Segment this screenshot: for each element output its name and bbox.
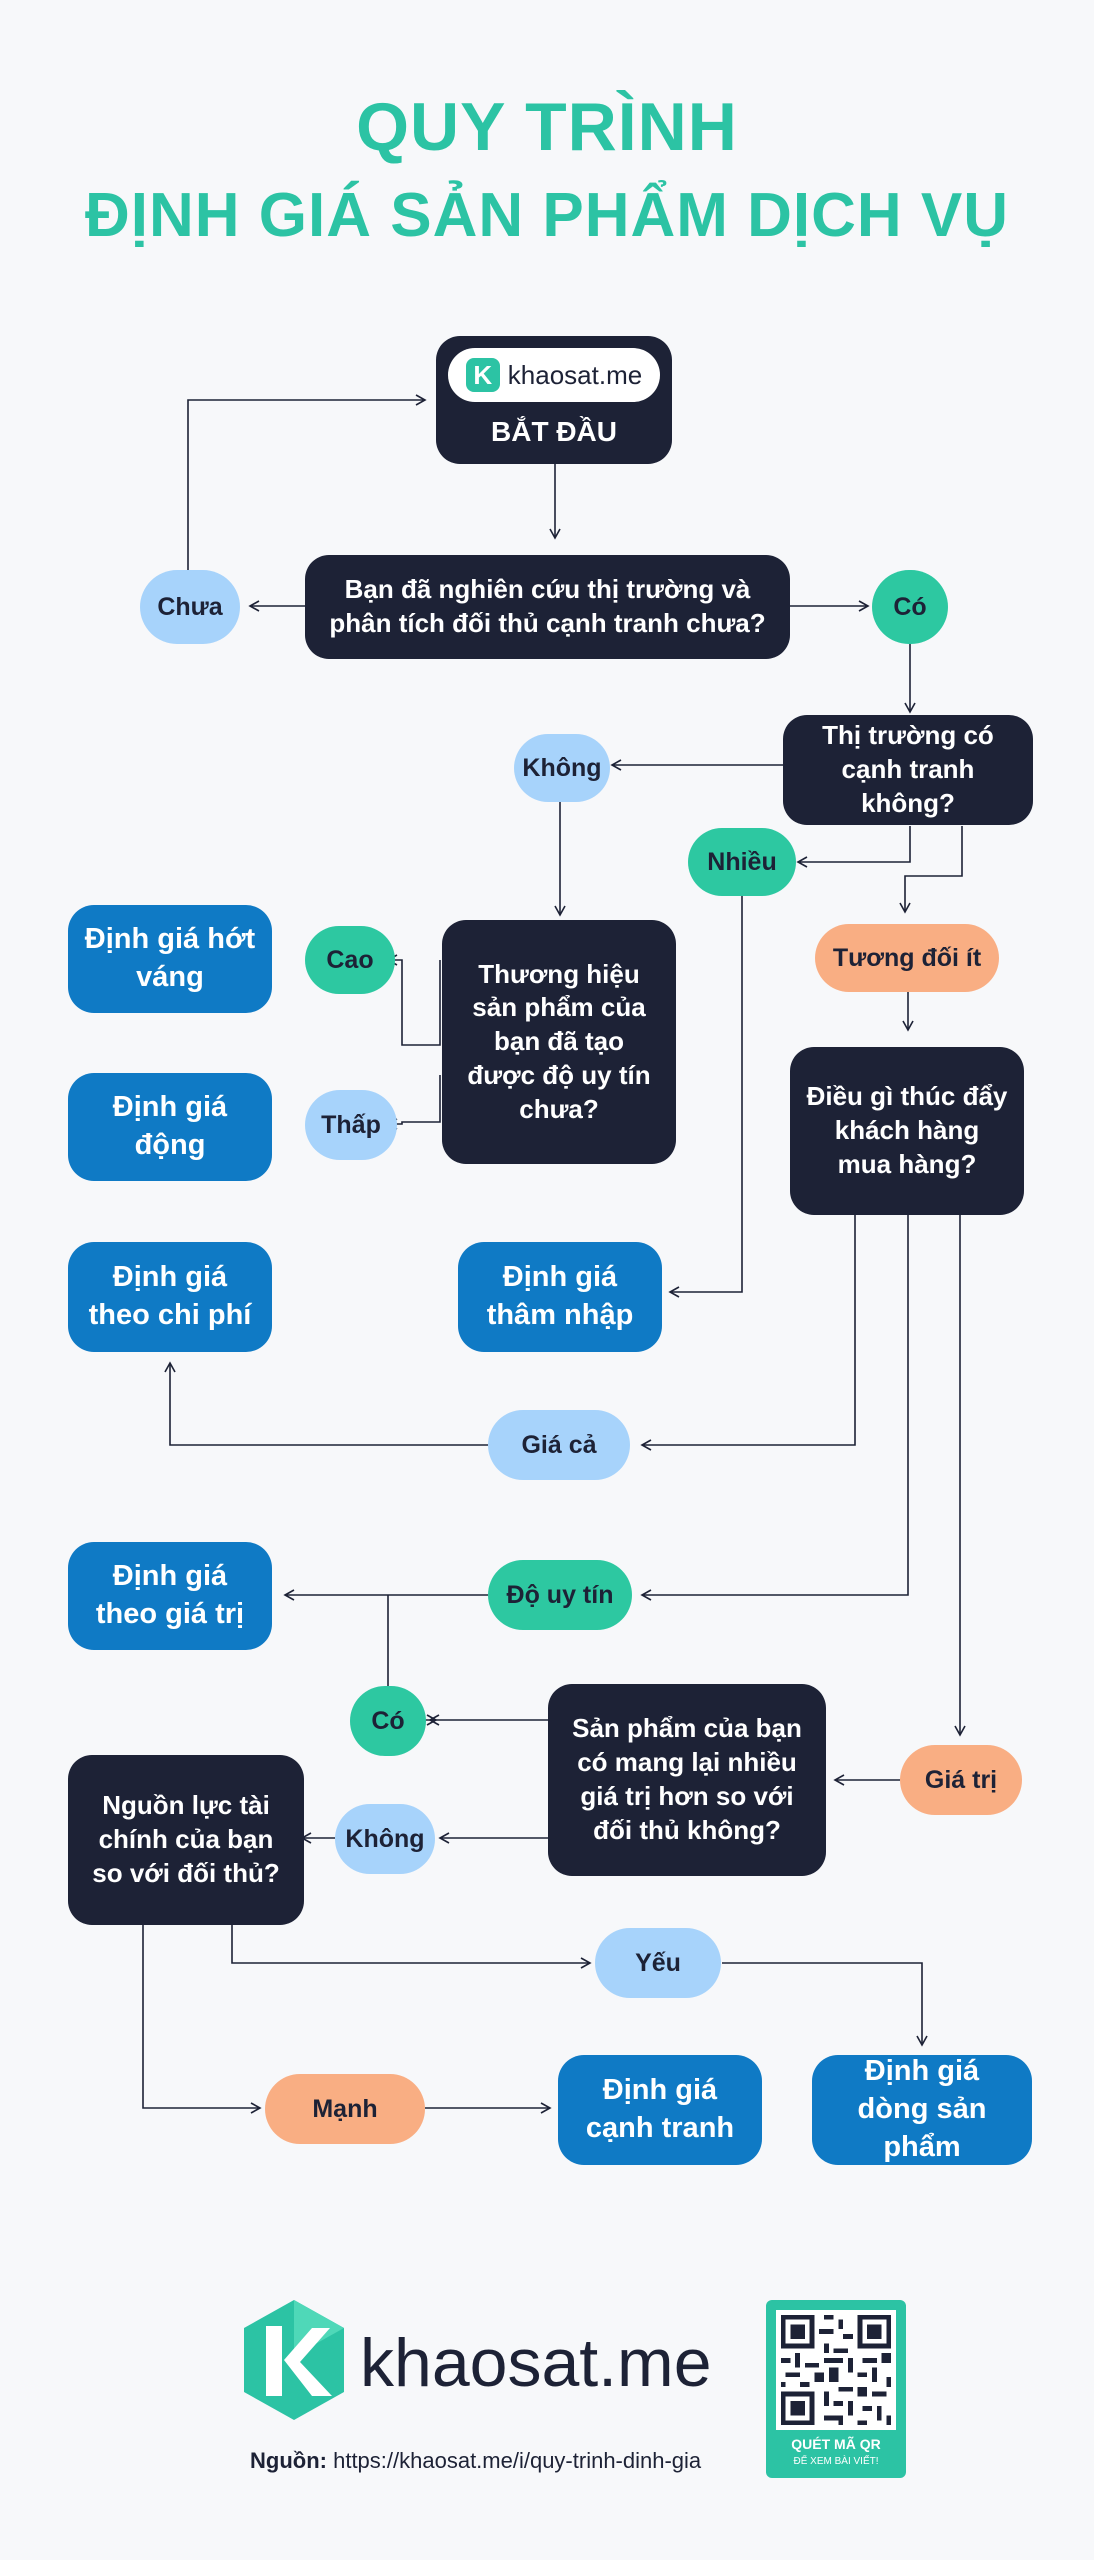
answer-manh: Mạnh — [265, 2074, 425, 2144]
result-canh-tranh: Định giá cạnh tranh — [558, 2055, 762, 2165]
question-brand-reputation: Thương hiệu sản phẩm của bạn đã tạo được… — [442, 920, 676, 1164]
title-line-1: QUY TRÌNH — [356, 89, 738, 165]
question-market-research: Bạn đã nghiên cứu thị trường và phân tíc… — [305, 555, 790, 659]
k-logo-icon: K — [465, 358, 500, 392]
footer-brand-logo: khaosat.me — [240, 2298, 730, 2428]
result-chi-phi: Định giá theo chi phí — [68, 1242, 272, 1352]
question-financial-resources: Nguồn lực tài chính của bạn so với đối t… — [68, 1755, 304, 1925]
answer-thap: Thấp — [305, 1090, 397, 1160]
question-product-value: Sản phẩm của bạn có mang lại nhiều giá t… — [548, 1684, 826, 1876]
result-tham-nhap: Định giá thâm nhập — [458, 1242, 662, 1352]
qr-caption-1: QUÉT MÃ QR — [791, 2436, 881, 2452]
answer-co-1: Có — [872, 570, 948, 644]
answer-khong-1: Không — [514, 734, 610, 802]
answer-do-uy-tin: Độ uy tín — [488, 1560, 632, 1630]
title-line-2: ĐỊNH GIÁ SẢN PHẨM DỊCH VỤ — [84, 181, 1010, 250]
source-line: Nguồn: https://khaosat.me/i/quy-trinh-di… — [250, 2448, 701, 2474]
answer-chua: Chưa — [140, 570, 240, 644]
qr-code-icon[interactable] — [776, 2310, 896, 2430]
qr-badge[interactable]: QUÉT MÃ QR ĐỂ XEM BÀI VIẾT! — [766, 2300, 906, 2478]
answer-gia-ca: Giá cả — [488, 1410, 630, 1480]
answer-tuong-doi-it: Tương đối ít — [815, 924, 999, 992]
start-logo-text: khaosat.me — [507, 359, 643, 390]
qr-caption-2: ĐỂ XEM BÀI VIẾT! — [793, 2456, 879, 2467]
source-label: Nguồn: — [250, 2448, 327, 2473]
result-dong-san-pham: Định giá dòng sản phẩm — [812, 2055, 1032, 2165]
source-url[interactable]: https://khaosat.me/i/quy-trinh-dinh-gia — [333, 2448, 702, 2473]
k-brand-icon — [244, 2300, 344, 2420]
result-theo-gia-tri: Định giá theo giá trị — [68, 1542, 272, 1650]
answer-nhieu: Nhiều — [688, 828, 796, 896]
result-dinh-gia-dong: Định giá động — [68, 1073, 272, 1181]
question-competition: Thị trường có cạnh tranh không? — [783, 715, 1033, 825]
start-logo: K khaosat.me — [448, 348, 660, 402]
question-purchase-motivation: Điều gì thúc đẩy khách hàng mua hàng? — [790, 1047, 1024, 1215]
answer-co-2: Có — [350, 1686, 426, 1756]
start-label: BẮT ĐẦU — [491, 416, 617, 447]
result-hot-vang: Định giá hớt váng — [68, 905, 272, 1013]
answer-gia-tri: Giá trị — [900, 1745, 1022, 1815]
start-node: K khaosat.me BẮT ĐẦU — [436, 336, 672, 464]
footer-brand-text: khaosat.me — [360, 2325, 712, 2401]
answer-khong-2: Không — [335, 1804, 435, 1874]
answer-yeu: Yếu — [595, 1928, 721, 1998]
answer-cao: Cao — [305, 926, 395, 994]
